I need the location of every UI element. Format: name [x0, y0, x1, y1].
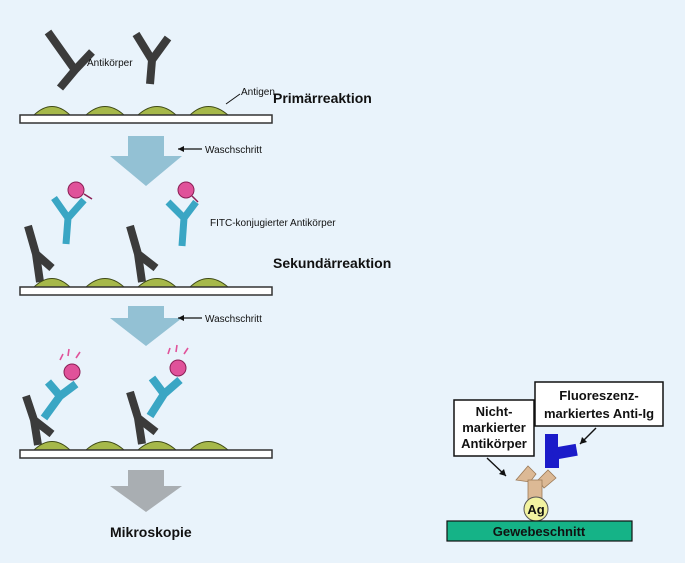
inset-diagram: Fluoreszenz- markiertes Anti-Ig Nicht- m…: [446, 381, 664, 542]
anti-ig-label-line-2: markiertes Anti-Ig: [544, 406, 654, 421]
antigen-bump: [32, 106, 72, 116]
microscopy-arrow: Mikroskopie: [110, 470, 192, 540]
fluorescence-rays: [59, 348, 81, 361]
antigen-row-1: [32, 106, 230, 116]
fitc-fluorophore: [177, 181, 195, 199]
free-antibody-left: [44, 29, 95, 91]
microscopy-label: Mikroskopie: [110, 524, 192, 540]
antigen-row-3: [32, 441, 230, 451]
fitc-fluorophore: [169, 359, 187, 377]
antigen-label: Antigen: [241, 87, 275, 98]
antigen-row-2: [32, 278, 230, 288]
bound-primary-antibody-right: [126, 224, 159, 283]
glass-slide: [19, 449, 273, 459]
antibody-label: Antikörper: [87, 58, 133, 69]
antigen-bump: [84, 106, 126, 116]
tissue-section-label: Gewebeschnitt: [493, 524, 586, 539]
fluorescent-anti-ig: [545, 434, 578, 468]
antigen-bump: [84, 278, 126, 288]
unlabeled-antibody-label-box: [453, 399, 535, 457]
bound-primary-antibody-right-3: [126, 390, 159, 445]
free-antibody-right: [132, 31, 172, 85]
fitc-antibody-free-left: [51, 181, 93, 245]
wash-step-label-1: Waschschritt: [205, 145, 262, 156]
glass-slide: [19, 114, 273, 124]
tissue-section: [446, 520, 633, 542]
fitc-fluorophore: [67, 181, 85, 199]
unlabeled-antibody-line-2: markierter: [462, 420, 526, 435]
antigen-bump: [84, 441, 126, 451]
panel-secondary-reaction: FITC-konjugierter Antikörper Sekundärrea…: [19, 181, 391, 296]
anti-ig-label-box: [534, 381, 664, 427]
secondary-reaction-label: Sekundärreaktion: [273, 255, 391, 271]
bound-fitc-antibody-right: [146, 344, 189, 419]
panel-bound-complex: [19, 344, 273, 459]
glass-slide: [19, 286, 273, 296]
unlabeled-antibody: [515, 465, 557, 501]
bound-primary-antibody-left-3: [22, 394, 55, 446]
fitc-antibody-label: FITC-konjugierter Antikörper: [210, 218, 336, 229]
wash-step-label-2: Waschschritt: [205, 314, 262, 325]
wash-arrow-1: Waschschritt: [110, 136, 262, 186]
anti-ig-label-line-1: Fluoreszenz-: [559, 388, 638, 403]
antigen-circle-label: Ag: [527, 502, 544, 517]
unlabeled-antibody-line-1: Nicht-: [476, 404, 513, 419]
bound-fitc-antibody-left: [40, 348, 81, 421]
antigen-bump: [188, 278, 230, 288]
antigen-bump: [188, 106, 230, 116]
antigen-bump: [136, 106, 178, 116]
bound-primary-antibody-left: [24, 224, 55, 283]
wash-arrow-2: Waschschritt: [110, 306, 262, 346]
primary-reaction-label: Primärreaktion: [273, 90, 372, 106]
panel-primary-reaction: Antikörper Antigen Primärreaktion: [19, 29, 372, 124]
antigen-bump: [188, 441, 230, 451]
fitc-fluorophore: [63, 363, 81, 381]
fitc-antibody-free-right: [165, 181, 199, 247]
unlabeled-antibody-line-3: Antikörper: [461, 436, 527, 451]
antigen-pointer: [225, 93, 241, 105]
fluorescence-rays: [167, 344, 189, 355]
